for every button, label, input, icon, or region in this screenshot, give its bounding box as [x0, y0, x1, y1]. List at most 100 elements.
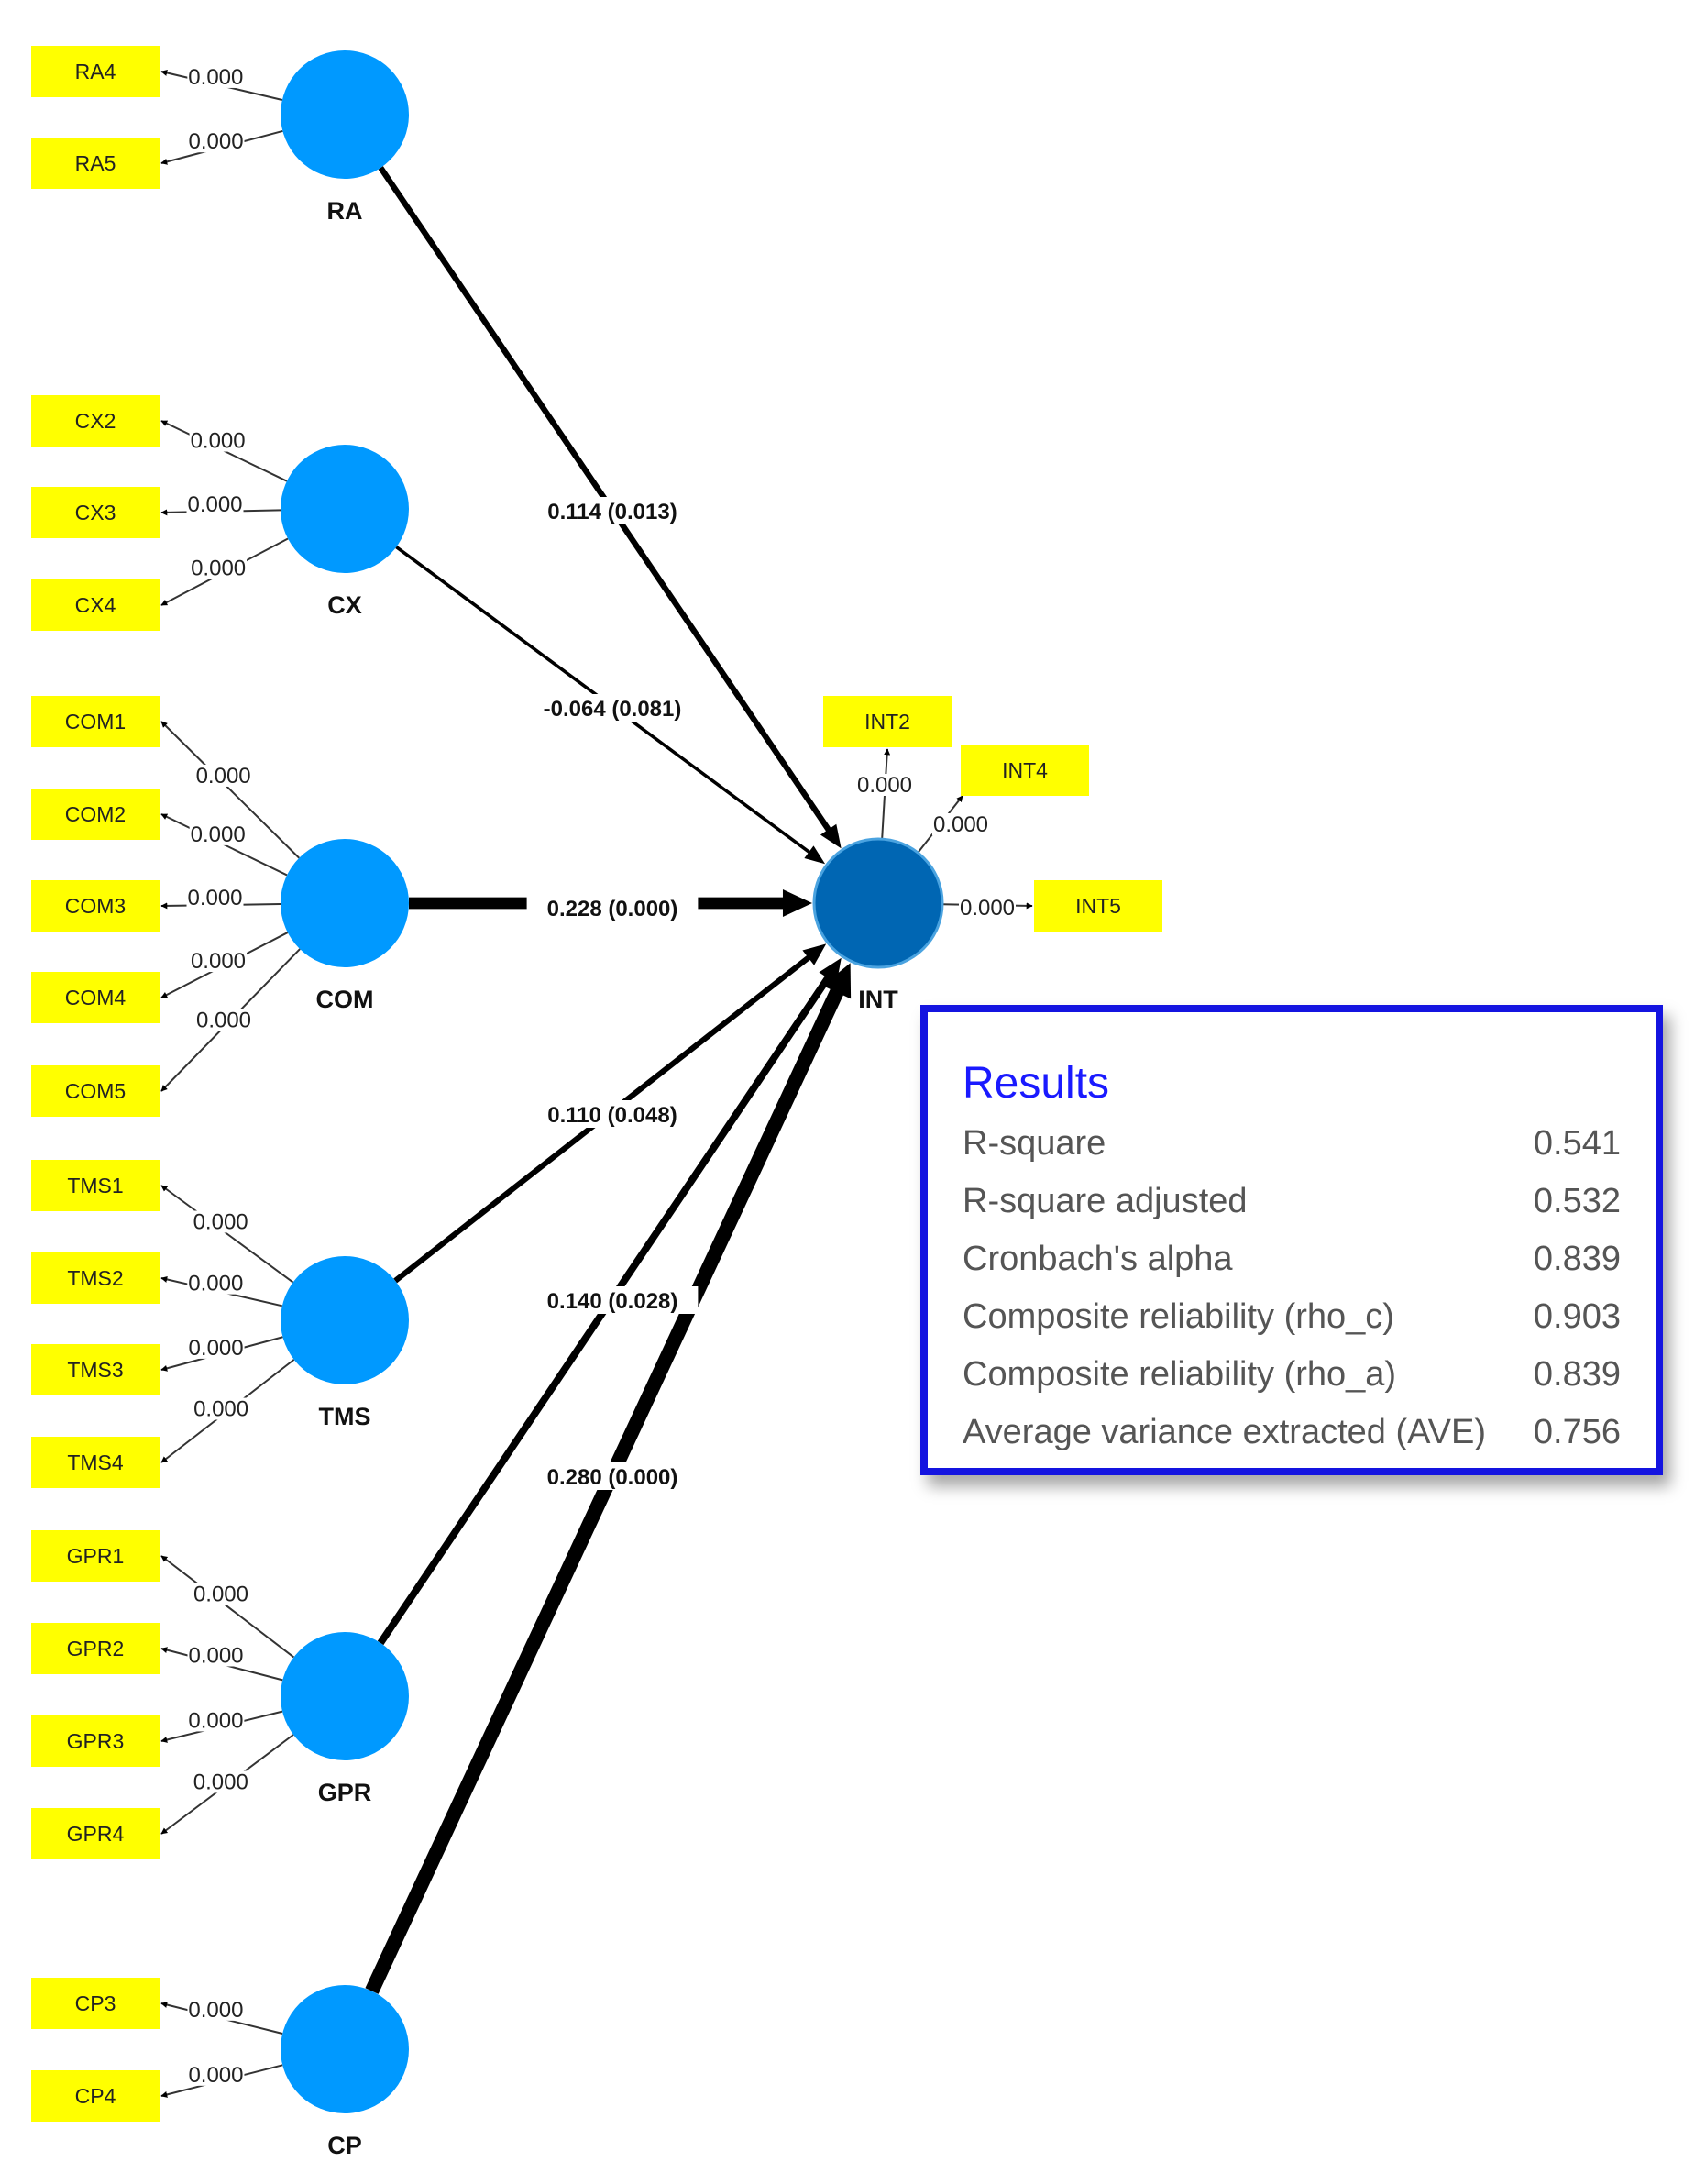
path-coefficient-label: -0.064 (0.081) [544, 697, 682, 722]
indicator-box[interactable] [1034, 880, 1162, 932]
path-coefficient-label: 0.280 (0.000) [547, 1465, 678, 1490]
construct-com[interactable] [281, 839, 409, 967]
indicator-box[interactable] [31, 1252, 160, 1304]
latent-label: CX [327, 591, 362, 619]
indicator-com4[interactable]: COM4 [31, 972, 160, 1023]
indicator-com3[interactable]: COM3 [31, 880, 160, 932]
indicator-box[interactable] [31, 46, 160, 97]
indicator-tms3[interactable]: TMS3 [31, 1344, 160, 1395]
path-coefficient-label: 0.228 (0.000) [547, 897, 678, 921]
path-arrowhead [804, 845, 826, 865]
indicator-cp4[interactable]: CP4 [31, 2070, 160, 2122]
loading-label: 0.000 [188, 1643, 243, 1668]
indicator-box[interactable] [31, 1065, 160, 1117]
construct-tms[interactable] [281, 1256, 409, 1384]
indicator-com1[interactable]: COM1 [31, 696, 160, 747]
indicator-box[interactable] [31, 487, 160, 538]
latent-node[interactable] [281, 1632, 409, 1760]
indicator-gpr2[interactable]: GPR2 [31, 1623, 160, 1674]
indicator-box[interactable] [31, 1978, 160, 2029]
indicator-gpr4[interactable]: GPR4 [31, 1808, 160, 1859]
indicator-int5[interactable]: INT5 [1034, 880, 1162, 932]
loading-label-bg [932, 813, 989, 835]
indicator-box[interactable] [961, 745, 1089, 796]
indicator-gpr1[interactable]: GPR1 [31, 1530, 160, 1582]
loading-label-bg [187, 2063, 245, 2086]
construct-cx[interactable] [281, 445, 409, 573]
indicator-label: TMS2 [67, 1266, 123, 1290]
path-label-bg [526, 1462, 699, 1490]
indicator-label: CP4 [75, 2084, 116, 2108]
indicator-int4[interactable]: INT4 [961, 745, 1089, 796]
indicator-box[interactable] [31, 395, 160, 447]
indicator-box[interactable] [31, 1437, 160, 1488]
path-arrowhead [802, 943, 827, 965]
loading-label-bg [856, 774, 913, 796]
indicator-ra4[interactable]: RA4 [31, 46, 160, 97]
indicator-tms4[interactable]: TMS4 [31, 1437, 160, 1488]
indicator-ra5[interactable]: RA5 [31, 138, 160, 189]
result-label: R-square [963, 1124, 1106, 1163]
loading-label: 0.000 [196, 764, 251, 789]
latent-node[interactable] [281, 1256, 409, 1384]
loading-arrow [160, 721, 300, 859]
latent-node[interactable] [281, 1985, 409, 2113]
indicator-box[interactable] [31, 138, 160, 189]
indicator-box[interactable] [31, 880, 160, 932]
indicator-cp3[interactable]: CP3 [31, 1978, 160, 2029]
loading-label-bg [195, 1009, 253, 1031]
results-panel: Results R-square 0.541 R-square adjusted… [920, 1005, 1663, 1475]
loading-label-bg [187, 65, 245, 88]
indicator-gpr3[interactable]: GPR3 [31, 1715, 160, 1767]
indicator-box[interactable] [31, 972, 160, 1023]
loading-label: 0.000 [857, 773, 912, 798]
indicator-tms1[interactable]: TMS1 [31, 1160, 160, 1211]
indicator-box[interactable] [31, 789, 160, 840]
indicator-box[interactable] [31, 1160, 160, 1211]
loading-arrow [160, 1555, 295, 1659]
indicator-label: RA5 [75, 151, 116, 175]
path-arrowhead [782, 889, 812, 917]
indicator-int2[interactable]: INT2 [823, 696, 952, 747]
indicator-box[interactable] [31, 1623, 160, 1674]
loading-label: 0.000 [188, 1272, 243, 1296]
loading-label: 0.000 [193, 1209, 248, 1234]
indicator-box[interactable] [31, 696, 160, 747]
construct-gpr[interactable] [281, 1632, 409, 1760]
construct-ra[interactable] [281, 50, 409, 179]
indicator-cx4[interactable]: CX4 [31, 579, 160, 631]
results-row: Composite reliability (rho_a) 0.839 [963, 1346, 1621, 1404]
loading-label: 0.000 [191, 822, 246, 847]
target-node[interactable] [812, 837, 944, 969]
indicator-cx2[interactable]: CX2 [31, 395, 160, 447]
indicator-label: GPR1 [67, 1544, 125, 1568]
indicator-cx3[interactable]: CX3 [31, 487, 160, 538]
result-label: R-square adjusted [963, 1182, 1248, 1220]
loading-label-bg [959, 897, 1016, 919]
loading-label-bg [187, 1998, 245, 2021]
indicator-com5[interactable]: COM5 [31, 1065, 160, 1117]
indicator-com2[interactable]: COM2 [31, 789, 160, 840]
indicator-box[interactable] [31, 2070, 160, 2122]
indicator-box[interactable] [31, 1808, 160, 1859]
construct-cp[interactable] [281, 1985, 409, 2113]
loading-label-bg [187, 1272, 245, 1295]
indicator-box[interactable] [31, 1530, 160, 1582]
indicator-label: TMS3 [67, 1358, 123, 1382]
latent-node[interactable] [281, 839, 409, 967]
indicator-box[interactable] [823, 696, 952, 747]
loading-label-bg [189, 950, 247, 973]
result-label: Cronbach's alpha [963, 1240, 1233, 1278]
construct-int[interactable] [812, 837, 944, 969]
indicator-box[interactable] [31, 579, 160, 631]
loading-label-bg [194, 764, 252, 787]
path-arrowhead [822, 963, 852, 999]
loading-label: 0.000 [189, 1336, 244, 1361]
indicator-tms2[interactable]: TMS2 [31, 1252, 160, 1304]
latent-node[interactable] [281, 445, 409, 573]
indicator-box[interactable] [31, 1344, 160, 1395]
results-row: Cronbach's alpha 0.839 [963, 1230, 1621, 1288]
path-label-bg [526, 1100, 699, 1128]
indicator-box[interactable] [31, 1715, 160, 1767]
latent-node[interactable] [281, 50, 409, 179]
